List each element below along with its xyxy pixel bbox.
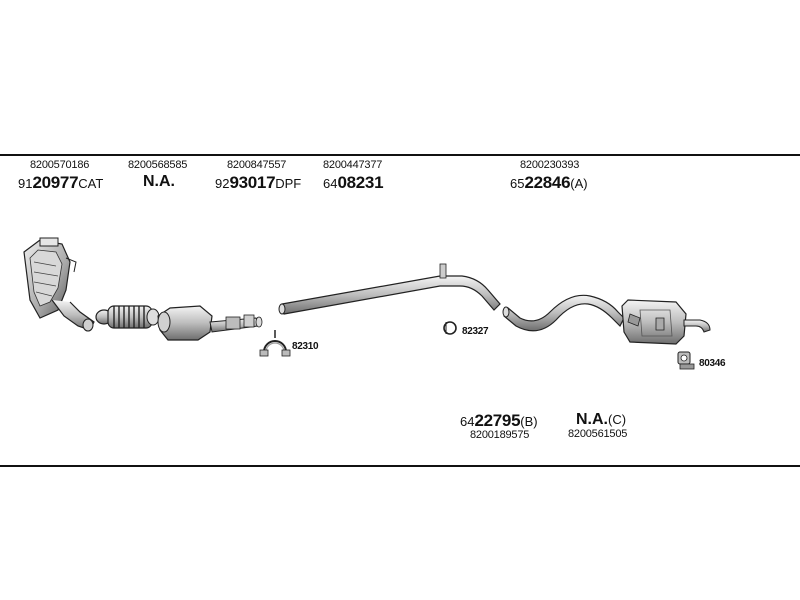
- clip-label-82310: 82310: [292, 341, 319, 352]
- rubber-mount-80346: [677, 351, 695, 370]
- part-code: 9293017DPF: [215, 173, 302, 192]
- clamp-82310: [259, 330, 291, 357]
- part-code: N.A.: [143, 173, 175, 190]
- part-code: 9120977CAT: [18, 173, 104, 192]
- oe-number: 8200189575: [470, 429, 530, 441]
- part-label-middle-pipe: 8200447377 6408231: [323, 159, 384, 192]
- part-label-connector-pipe: 6422795(B) 8200189575: [460, 412, 538, 441]
- oe-number: 8200230393: [520, 159, 580, 171]
- oe-number: 8200570186: [30, 159, 90, 171]
- oe-number: 8200568585: [128, 159, 188, 171]
- part-code: 6522846(A): [510, 173, 588, 192]
- diesel-particulate-filter: [157, 305, 263, 341]
- clip-label-82327: 82327: [462, 326, 489, 337]
- part-code: 6408231: [323, 173, 384, 192]
- part-code: N.A.(C): [576, 411, 627, 428]
- catalytic-converter: [23, 237, 95, 332]
- part-label-silencer-c: N.A.(C) 8200561505: [568, 412, 627, 440]
- part-label-dpf: 8200847557 9293017DPF: [215, 159, 301, 192]
- oe-number: 8200447377: [323, 159, 383, 171]
- bottom-divider-line: [0, 465, 800, 467]
- clip-label-80346: 80346: [699, 358, 726, 369]
- flexible-pipe: [95, 305, 160, 329]
- oe-number: 8200561505: [568, 428, 628, 440]
- rear-silencer: [502, 294, 711, 345]
- part-label-flex-pipe: 8200568585 N.A.: [128, 160, 187, 190]
- clip-82327: [443, 321, 457, 335]
- top-divider-line: [0, 154, 800, 156]
- part-code: 6422795(B): [460, 411, 538, 430]
- middle-pipe: [278, 263, 501, 315]
- part-label-rear-silencer: 8200230393 6522846(A): [510, 159, 588, 192]
- oe-number: 8200847557: [227, 159, 287, 171]
- part-label-catalyst: 8200570186 9120977CAT: [18, 159, 103, 192]
